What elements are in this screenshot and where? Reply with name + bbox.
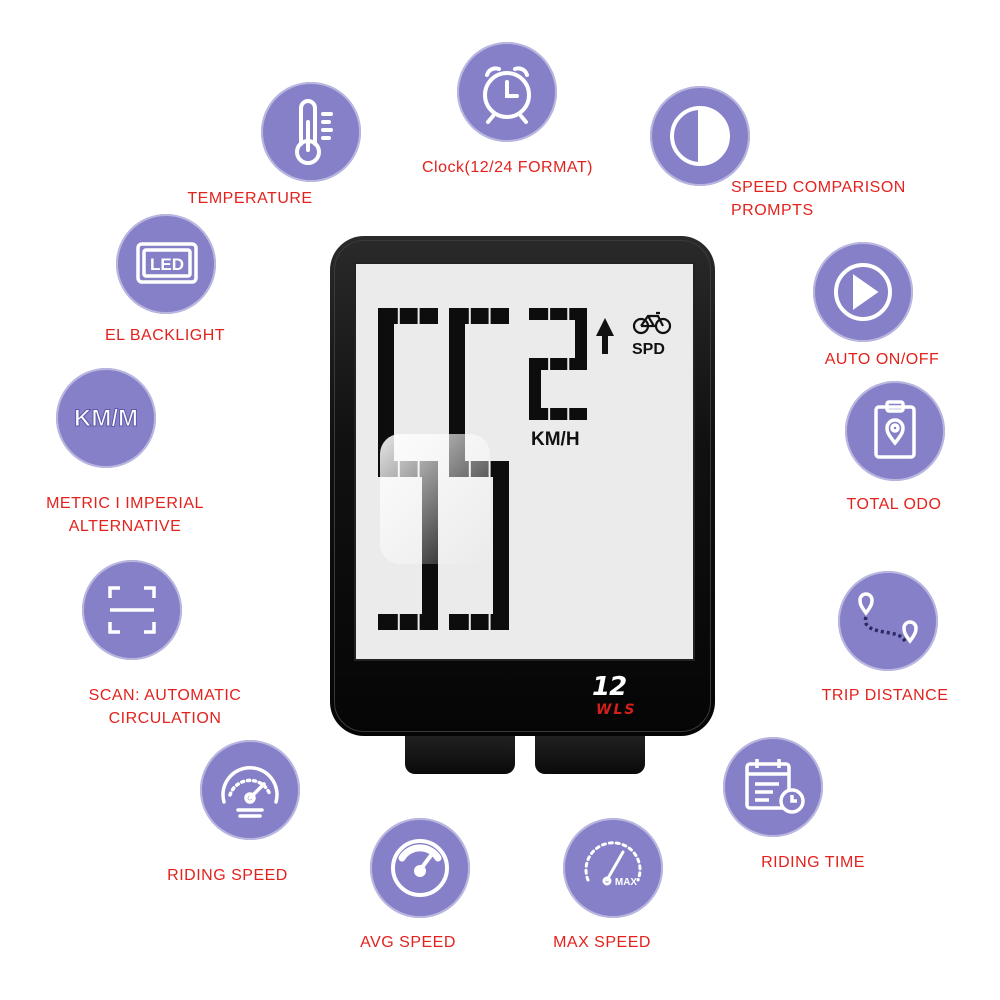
digit-segment-c [493, 469, 509, 630]
digit-segment-d [449, 614, 509, 630]
km-m-text-icon: KM/M [56, 368, 156, 468]
feature-label: EL BACKLIGHT [104, 327, 226, 344]
digit-segment-g [529, 358, 587, 370]
svg-text:MAX: MAX [615, 877, 638, 888]
svg-text:LED: LED [150, 255, 184, 274]
bicycle-icon [632, 311, 672, 335]
play-arrow-icon [813, 242, 913, 342]
clipboard-location-icon [845, 381, 945, 481]
set-button[interactable] [535, 734, 645, 774]
speedometer-icon [200, 740, 300, 840]
feature-label: TEMPERATURE [187, 190, 313, 207]
calendar-clock-icon [723, 737, 823, 837]
feature-label: Clock(12/24 FORMAT) [421, 159, 593, 176]
feature-label: TOTAL ODO [846, 496, 942, 513]
lcd-screen: KM/H SPD [354, 262, 695, 661]
max-gauge-icon: MAX [563, 818, 663, 918]
digit-segment-d [529, 408, 587, 420]
avg-gauge-icon [370, 818, 470, 918]
thermometer-icon [261, 82, 361, 182]
brand-text: WLS [596, 702, 637, 718]
scan-frame-icon [82, 560, 182, 660]
feature-label: AVG SPEED [360, 934, 456, 951]
feature-label: TRIP DISTANCE [821, 687, 949, 704]
speed-unit: KM/H [531, 429, 580, 450]
mode-label: SPD [632, 341, 665, 358]
mode-button[interactable] [405, 734, 515, 774]
bike-computer-device: KM/H SPD 12 WLS [330, 236, 715, 774]
digit-segment-e [529, 364, 541, 420]
feature-label: AUTO ON/OFF [824, 351, 940, 368]
alarm-clock-icon [457, 42, 557, 142]
feature-label: RIDING SPEED [167, 867, 288, 884]
feature-label: RIDING TIME [761, 854, 865, 871]
half-circle-icon [650, 86, 750, 186]
digit-segment-b [575, 308, 587, 364]
digit-segment-a [529, 308, 587, 320]
led-screen-icon: LED [116, 214, 216, 314]
digit-segment-d [378, 614, 438, 630]
digit-segment-f [378, 308, 394, 469]
digit-segment-f [449, 308, 465, 469]
up-arrow-icon [596, 318, 614, 354]
feature-label: MAX SPEED [553, 934, 651, 951]
brand-number: 12 [592, 672, 627, 702]
route-pins-icon [838, 571, 938, 671]
svg-text:KM/M: KM/M [74, 405, 138, 432]
